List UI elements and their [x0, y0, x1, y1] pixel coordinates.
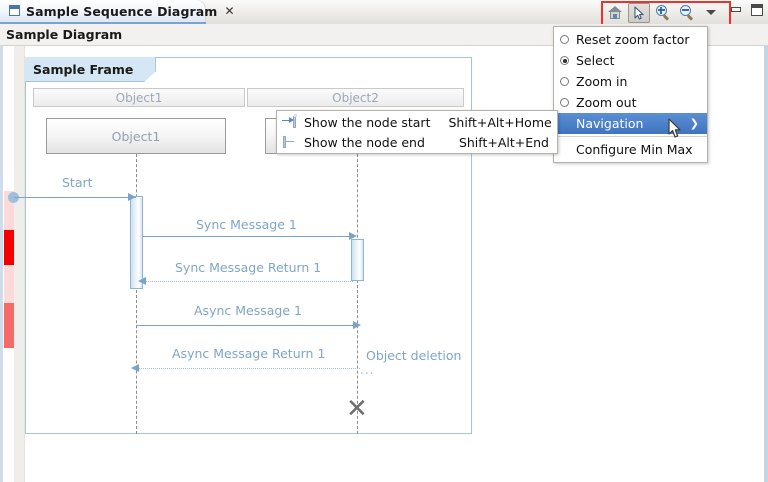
- lifeline-object2: [357, 154, 358, 434]
- menu-item-label: Zoom out: [576, 95, 637, 110]
- activation-bar-object2[interactable]: [351, 239, 364, 281]
- page-title: Sample Diagram: [6, 27, 123, 42]
- activation-bar-object1[interactable]: [130, 196, 143, 289]
- message-line-sync-return-1[interactable]: [143, 281, 353, 282]
- menu-item-configure-min-max[interactable]: Configure Min Max: [554, 139, 707, 160]
- lifeline-box-object1-label: Object1: [111, 128, 161, 144]
- marker-bar-gutter: [14, 46, 25, 482]
- zoom-out-icon[interactable]: [676, 3, 698, 23]
- node-start-icon: [281, 114, 298, 129]
- message-line-start[interactable]: [14, 197, 136, 198]
- column-header-object2-label: Object2: [332, 90, 379, 105]
- select-cursor-icon[interactable]: [628, 2, 650, 23]
- menu-item-label: Select: [576, 53, 615, 68]
- marker-bar-edge: [0, 46, 3, 482]
- chevron-right-icon: ❯: [689, 117, 699, 130]
- mouse-cursor: [668, 118, 684, 143]
- menu-item-show-the-node-start[interactable]: Show the node start Shift+Alt+Home: [277, 112, 557, 132]
- frame-label-text: Sample Frame: [33, 61, 134, 77]
- home-glyph: [608, 6, 622, 19]
- frame-label: Sample Frame: [25, 57, 156, 82]
- menu-item-label: Zoom in: [576, 74, 628, 89]
- message-arrowhead-sync-return-1: [138, 277, 146, 285]
- menu-item-label: Reset zoom factor: [576, 32, 690, 47]
- magnifier-plus-glyph: [655, 5, 671, 20]
- menu-item-zoom-out[interactable]: Zoom out: [554, 92, 707, 113]
- view-toolbar: [604, 2, 722, 23]
- vertical-scrollbar[interactable]: [763, 46, 768, 482]
- menu-item-zoom-in[interactable]: Zoom in: [554, 71, 707, 92]
- message-line-sync-1[interactable]: [143, 236, 353, 237]
- navigation-submenu[interactable]: Show the node start Shift+Alt+Home Show …: [276, 110, 558, 154]
- editor-tab-title: Sample Sequence Diagram: [26, 3, 218, 19]
- menu-item-label: Navigation: [576, 116, 644, 131]
- cursor-glyph: [632, 5, 646, 20]
- editor-tab-bar: Sample Sequence Diagram ✕: [0, 0, 768, 26]
- object-deletion-label: Object deletion: [366, 348, 462, 363]
- message-arrowhead-start: [128, 193, 136, 201]
- editor-tab-sample-sequence-diagram[interactable]: Sample Sequence Diagram ✕: [0, 0, 235, 24]
- menu-item-label: Show the node end: [304, 134, 425, 150]
- lifeline-destruction-marker: ✕: [346, 394, 368, 424]
- diagram-editor-icon: [9, 5, 21, 17]
- column-header-object1-label: Object1: [115, 90, 163, 105]
- menu-item-select[interactable]: Select: [554, 50, 707, 71]
- magnifier-minus-glyph: [679, 5, 695, 20]
- window-controls: [730, 4, 764, 16]
- chevron-down-icon[interactable]: [700, 3, 722, 23]
- lifeline-box-object1[interactable]: Object1: [46, 118, 226, 154]
- zoom-dropdown-menu[interactable]: Reset zoom factor Select Zoom in Zoom ou…: [553, 26, 708, 163]
- radio-icon: [560, 35, 569, 44]
- radio-icon: [560, 77, 569, 86]
- menu-separator: [554, 136, 707, 137]
- message-label-sync-1: Sync Message 1: [196, 217, 297, 232]
- menu-item-shortcut: Shift+Alt+Home: [448, 114, 552, 130]
- chevron-down-glyph: [706, 10, 716, 15]
- start-endpoint-dot: [8, 192, 19, 203]
- column-header-object1[interactable]: Object1: [33, 88, 245, 107]
- message-arrowhead-sync-1: [349, 232, 357, 240]
- message-label-async-1: Async Message 1: [194, 303, 302, 318]
- node-end-icon: [281, 135, 298, 149]
- marker-bar[interactable]: [0, 46, 15, 482]
- column-header-object2[interactable]: Object2: [247, 88, 464, 107]
- message-arrowhead-async-1: [353, 321, 361, 329]
- message-line-async-1[interactable]: [136, 325, 360, 326]
- close-icon[interactable]: ✕: [224, 4, 235, 18]
- marker-2[interactable]: [4, 265, 14, 303]
- zoom-in-icon[interactable]: [652, 3, 674, 23]
- maximize-icon[interactable]: [750, 4, 764, 16]
- radio-icon-checked: [560, 56, 569, 65]
- marker-1[interactable]: [4, 230, 14, 265]
- lifeline-object1: [136, 154, 137, 434]
- message-line-async-return-1[interactable]: [136, 368, 360, 369]
- message-label-sync-return-1: Sync Message Return 1: [175, 260, 322, 275]
- deletion-ellipsis: ...: [360, 363, 375, 377]
- minimize-icon[interactable]: [730, 4, 744, 16]
- menu-item-reset-zoom-factor[interactable]: Reset zoom factor: [554, 29, 707, 50]
- marker-3[interactable]: [4, 303, 14, 348]
- menu-item-label: Show the node start: [304, 114, 431, 130]
- menu-item-label: Configure Min Max: [576, 142, 693, 157]
- message-label-start: Start: [62, 175, 93, 190]
- marker-0[interactable]: [4, 191, 14, 230]
- message-label-async-return-1: Async Message Return 1: [172, 346, 326, 361]
- radio-icon: [560, 98, 569, 107]
- message-arrowhead-async-return-1: [131, 364, 139, 372]
- menu-item-shortcut: Shift+Alt+End: [458, 134, 549, 150]
- home-icon[interactable]: [604, 3, 626, 23]
- menu-item-navigation[interactable]: Navigation ❯: [554, 113, 707, 134]
- menu-item-show-the-node-end[interactable]: Show the node end Shift+Alt+End: [277, 132, 557, 152]
